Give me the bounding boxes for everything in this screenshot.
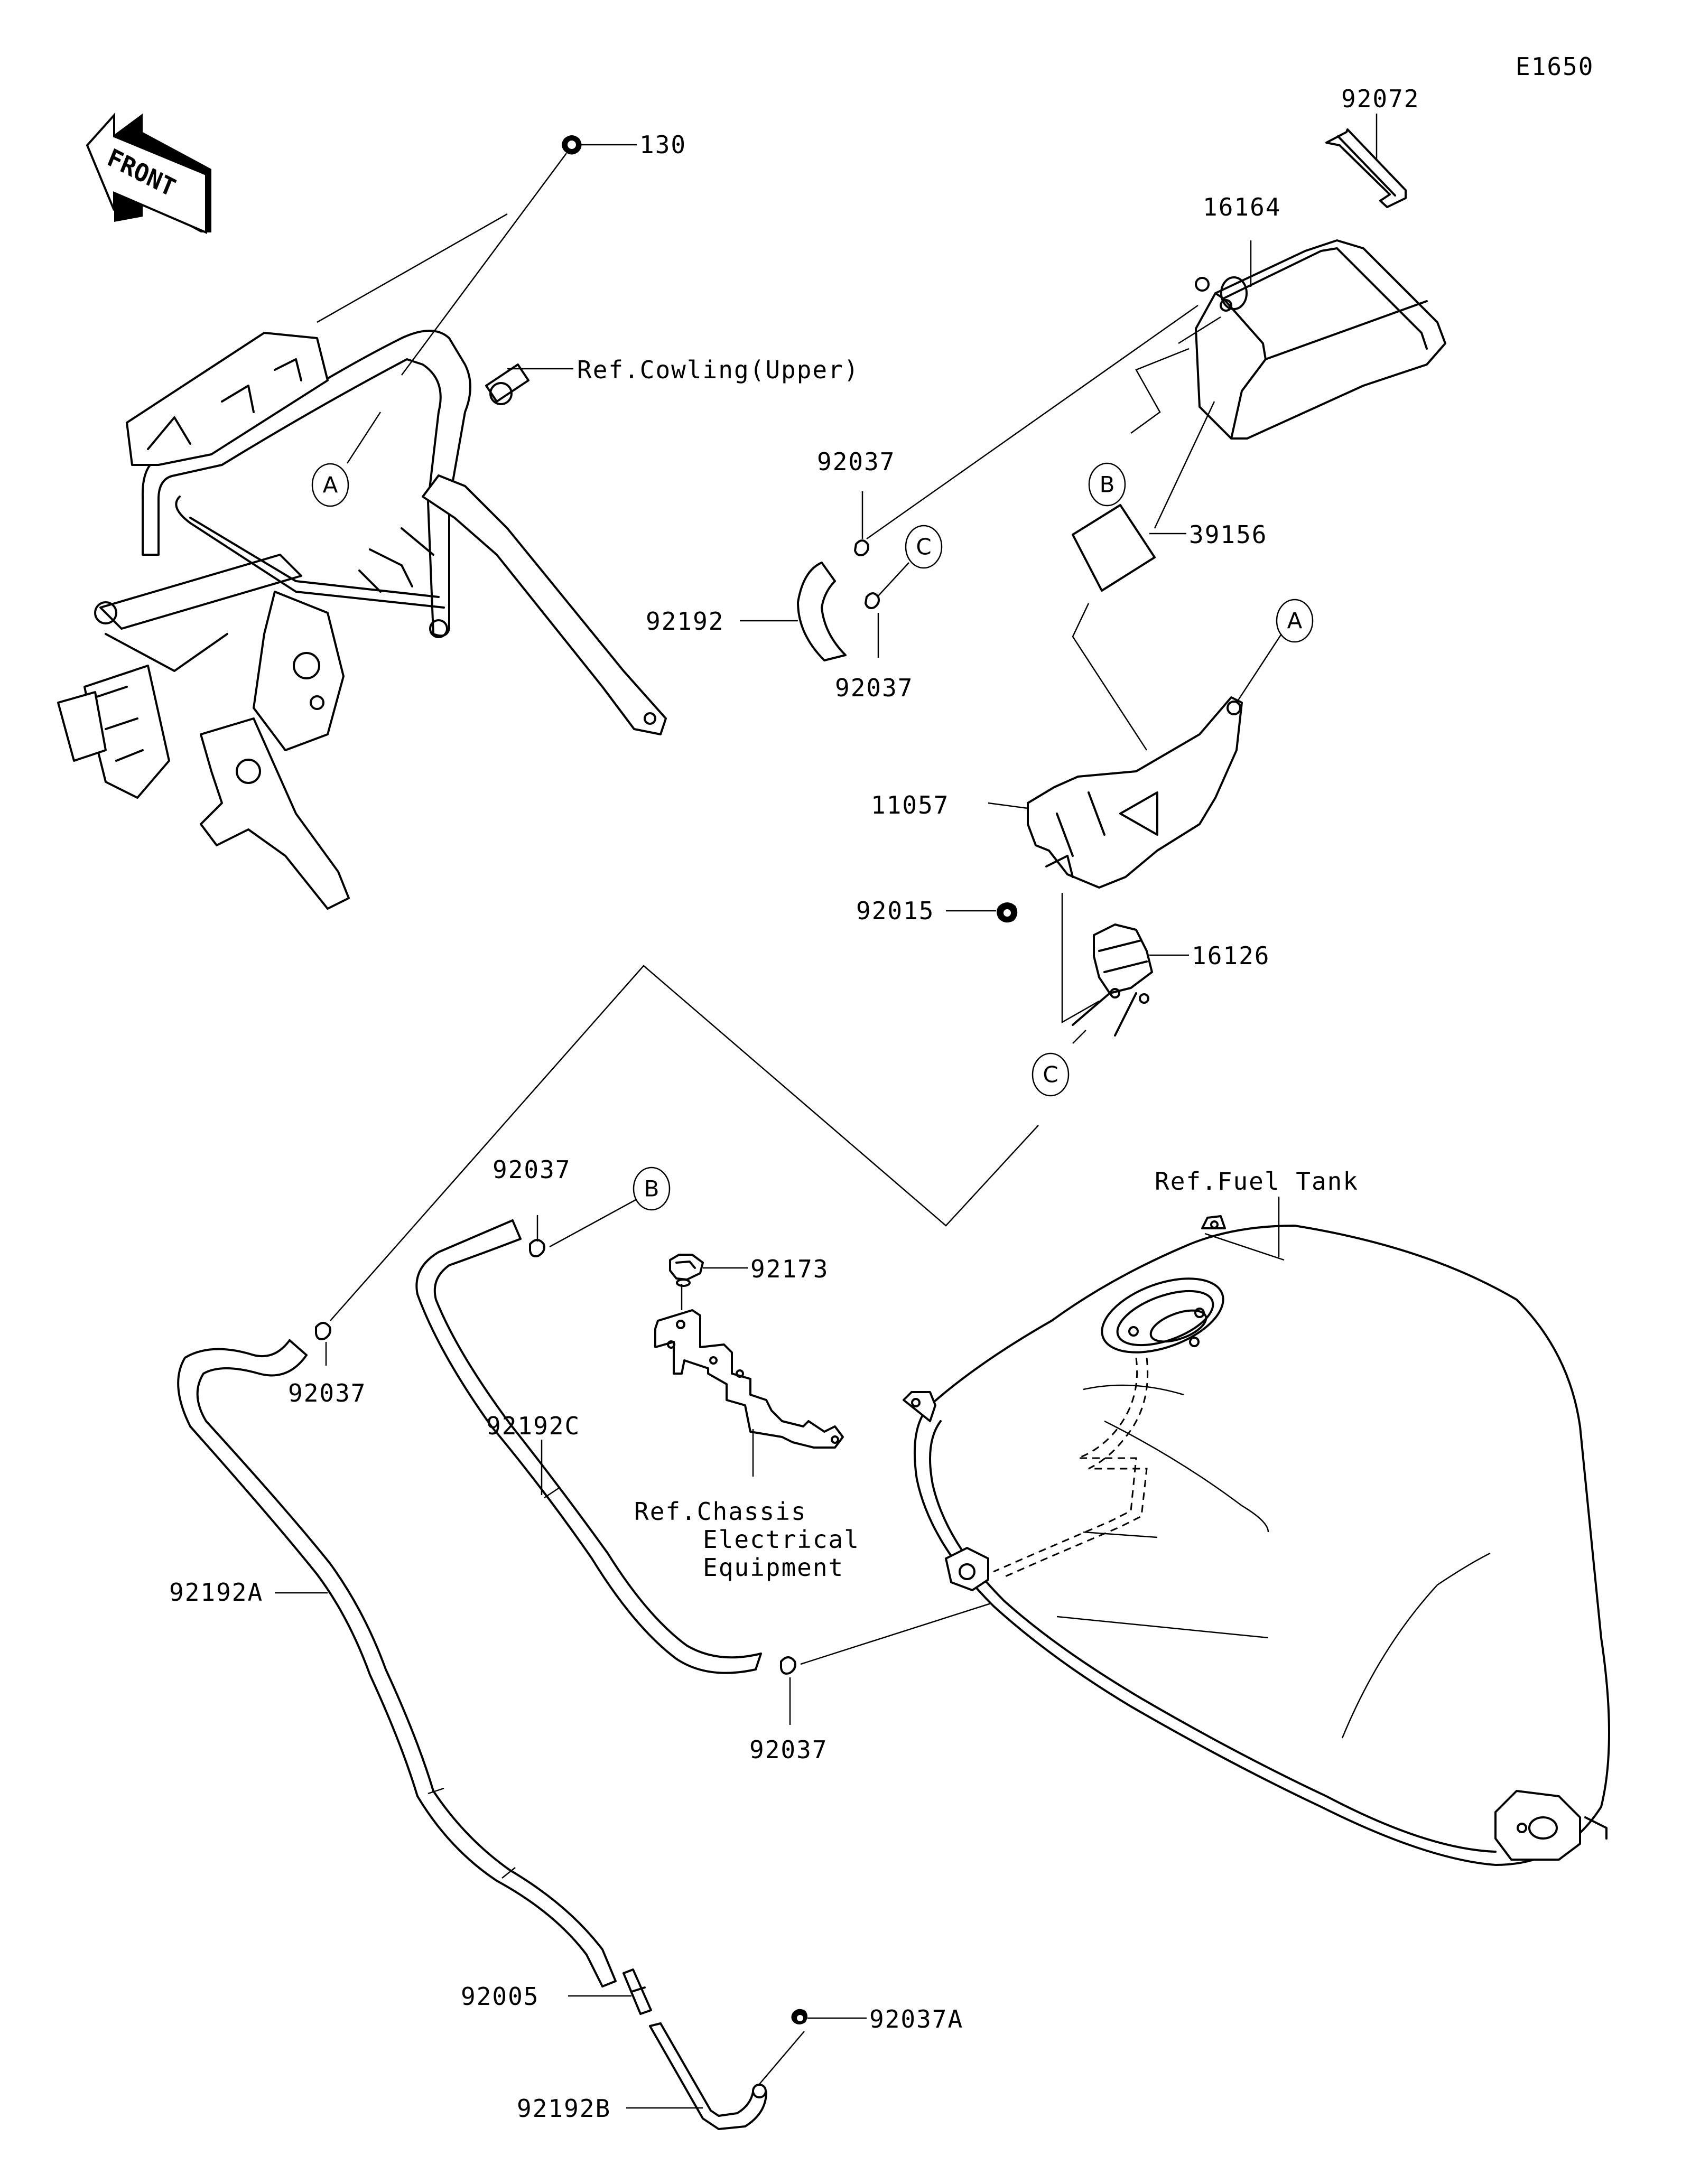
part-number-92072: 92072	[1341, 85, 1419, 113]
part-number-11057: 11057	[871, 791, 949, 819]
part-number-92037-b: 92037	[493, 1155, 571, 1184]
callout-b-lower: B	[549, 1166, 671, 1248]
clamp-92037-mid	[865, 592, 880, 609]
clamp-92037-b	[529, 1239, 545, 1257]
part-number-16126: 16126	[1192, 941, 1270, 970]
joint-92005	[622, 1968, 652, 2015]
clamp-92037-left	[315, 1322, 331, 1340]
hose-92192b	[649, 2022, 767, 2130]
front-arrow-icon: FRONT	[86, 112, 211, 235]
bracket-11057	[1027, 696, 1243, 889]
label-130: 130	[317, 130, 686, 376]
clamp-92037a	[791, 2009, 807, 2024]
part-number-92037-top: 92037	[817, 447, 895, 476]
callout-c-lower: C	[1032, 1030, 1086, 1097]
clamp-92037-low	[780, 1656, 796, 1675]
chassis-bracket	[654, 1309, 844, 1449]
part-number-92037-left: 92037	[288, 1379, 366, 1407]
fuel-tank	[903, 1215, 1610, 1866]
part-number-92192c: 92192C	[486, 1412, 580, 1440]
svg-text:B: B	[1100, 472, 1115, 498]
hose-92192c	[415, 1219, 762, 1674]
callout-a-bracket: A	[1235, 599, 1314, 703]
label-sticker-39156	[1072, 504, 1156, 592]
ref-cowling-upper: Ref.Cowling(Upper)	[577, 356, 860, 384]
svg-text:A: A	[1287, 608, 1303, 634]
part-number-130: 130	[639, 130, 686, 159]
svg-text:B: B	[644, 1176, 659, 1202]
hose-92192a	[177, 1339, 617, 1987]
part-number-92192: 92192	[646, 607, 724, 636]
part-number-92005: 92005	[461, 1982, 539, 2011]
svg-text:C: C	[1043, 1062, 1058, 1088]
clamp-92037-top	[854, 539, 869, 556]
svg-text:C: C	[916, 534, 931, 560]
ref-chassis-line2: Electrical	[703, 1525, 860, 1554]
callout-b-upper: B	[1088, 462, 1126, 507]
ref-fuel-tank: Ref.Fuel Tank	[1155, 1167, 1359, 1196]
part-number-92015: 92015	[856, 897, 934, 925]
part-number-92173: 92173	[750, 1255, 829, 1283]
hose-92192	[797, 562, 847, 661]
diagram-id: E1650	[1516, 52, 1594, 81]
canister-16164	[1195, 239, 1446, 440]
grommet-92173	[669, 1254, 704, 1287]
part-number-92192a: 92192A	[169, 1578, 263, 1607]
part-number-92037-low: 92037	[749, 1735, 828, 1764]
ref-chassis-line1: Ref.Chassis	[634, 1497, 807, 1526]
valve-16126	[1072, 923, 1153, 1037]
strap-92072	[1325, 128, 1407, 208]
callout-a-frame: A	[311, 412, 382, 507]
ref-chassis-line3: Equipment	[703, 1553, 844, 1582]
part-number-92037-mid: 92037	[835, 674, 913, 702]
nut-92015	[997, 902, 1018, 923]
part-number-39156: 39156	[1189, 520, 1267, 549]
callout-c-upper: C	[877, 525, 943, 598]
part-number-92037a: 92037A	[869, 2005, 963, 2033]
frame-sub-frame	[57, 330, 667, 910]
part-number-92192b: 92192B	[517, 2094, 611, 2123]
svg-text:A: A	[323, 472, 338, 498]
part-number-16164: 16164	[1203, 193, 1281, 221]
